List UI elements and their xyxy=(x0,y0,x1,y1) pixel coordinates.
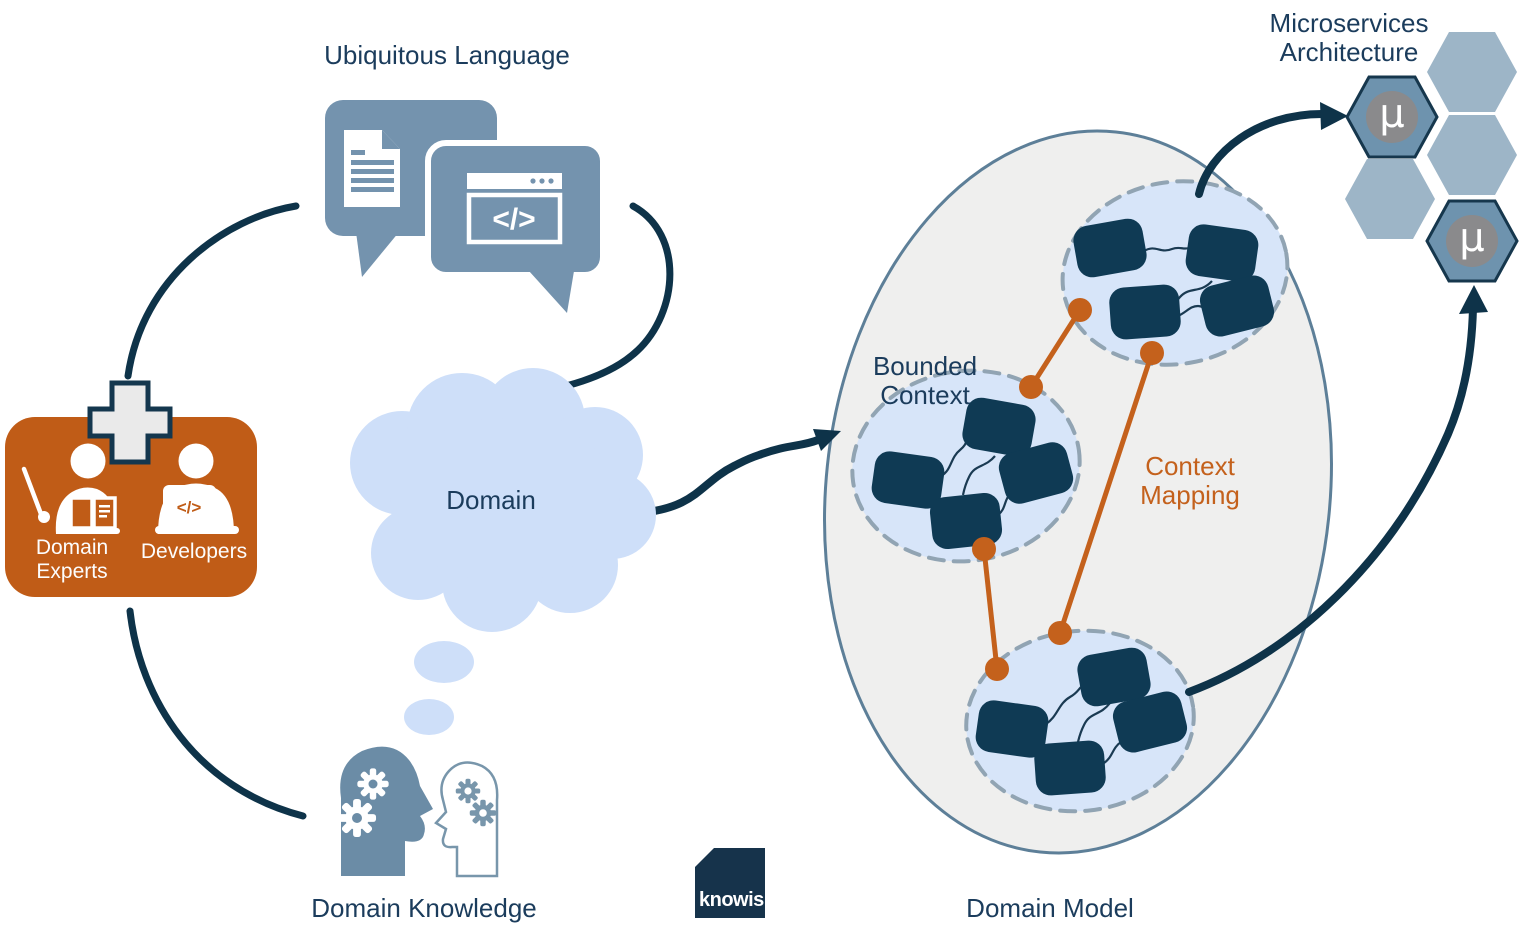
entity-rect xyxy=(1077,647,1151,707)
arrow-context-to-hex xyxy=(1195,110,1326,198)
ubiquitous-language-label: Ubiquitous Language xyxy=(324,40,570,70)
context-mapping-line xyxy=(981,548,1000,670)
microservices-line2: Architecture xyxy=(1279,37,1419,68)
context-mapping-line2: Mapping xyxy=(1140,480,1240,511)
entity-rect xyxy=(1112,691,1188,753)
knowis-logo-text: knowis xyxy=(699,889,764,911)
domain-label: Domain xyxy=(446,485,536,515)
entity-rect xyxy=(1034,740,1106,796)
entity-rect xyxy=(929,492,1003,550)
code-bubble-icon: </> xyxy=(425,140,606,313)
context-mapping-line xyxy=(1057,352,1155,634)
thought-cloud-icon xyxy=(350,368,656,735)
arrows xyxy=(635,102,1488,696)
knowis-logo xyxy=(695,848,765,918)
teacher-icon xyxy=(21,443,120,534)
mu-icon: μ xyxy=(1379,91,1405,137)
arrow-model-to-hex xyxy=(1185,304,1477,696)
arrowhead xyxy=(1459,285,1488,314)
context-mapping-line xyxy=(1028,308,1083,389)
developer-icon: </> xyxy=(155,443,239,534)
entity-rect xyxy=(1199,275,1275,337)
entity-rect xyxy=(962,397,1036,457)
mu-icon: μ xyxy=(1459,215,1485,261)
head-gears-icon xyxy=(337,746,499,878)
entity-cluster-left xyxy=(871,397,1074,550)
microservices-architecture-label: Microservices Architecture xyxy=(1269,8,1429,68)
bounded-context-line2: Context xyxy=(880,380,970,411)
microservices-line1: Microservices xyxy=(1269,8,1429,38)
domain-model-label: Domain Model xyxy=(966,893,1134,923)
context-mapping-line1: Context xyxy=(1145,451,1235,481)
entity-rect xyxy=(871,451,945,509)
developers-label: Developers xyxy=(140,540,248,563)
microservices-hexagons xyxy=(1345,32,1519,283)
domain-experts-label: Domain Experts xyxy=(36,536,108,583)
entity-rect xyxy=(998,442,1074,504)
context-mapping-links xyxy=(972,298,1164,681)
small-head-outline xyxy=(434,761,499,878)
domain-experts-line1: Domain xyxy=(35,536,109,559)
arrowhead xyxy=(1320,102,1348,130)
entity-cluster-bottom xyxy=(975,647,1188,796)
entity-rect xyxy=(1073,218,1147,278)
arrow-cloud-to-model xyxy=(635,436,822,517)
arrowhead xyxy=(813,429,841,451)
bounded-contexts xyxy=(850,179,1290,814)
hexagon-icon xyxy=(1427,115,1517,195)
entity-rect xyxy=(1109,284,1181,340)
bounded-context-label: Bounded Context xyxy=(872,351,978,411)
code-glyph: </> xyxy=(492,203,535,236)
big-head-silhouette xyxy=(340,746,433,876)
arc-experts-to-knowledge xyxy=(126,607,307,820)
bounded-context-line1: Bounded xyxy=(872,351,978,381)
entity-rect xyxy=(975,700,1049,758)
laptop-code-glyph: </> xyxy=(177,498,202,517)
domain-knowledge-label: Domain Knowledge xyxy=(311,893,537,923)
domain-experts-line2: Experts xyxy=(36,559,108,583)
hexagon-icon xyxy=(1345,159,1435,239)
plus-icon xyxy=(87,380,173,465)
entity-rect xyxy=(1185,224,1259,282)
arc-bubbles-to-experts xyxy=(124,202,300,380)
context-mapping-label: Context Mapping xyxy=(1140,451,1240,511)
entity-cluster-top xyxy=(1073,218,1275,340)
domain-experts-developers-card: </> xyxy=(5,417,257,597)
hexagon-icon xyxy=(1427,32,1517,112)
